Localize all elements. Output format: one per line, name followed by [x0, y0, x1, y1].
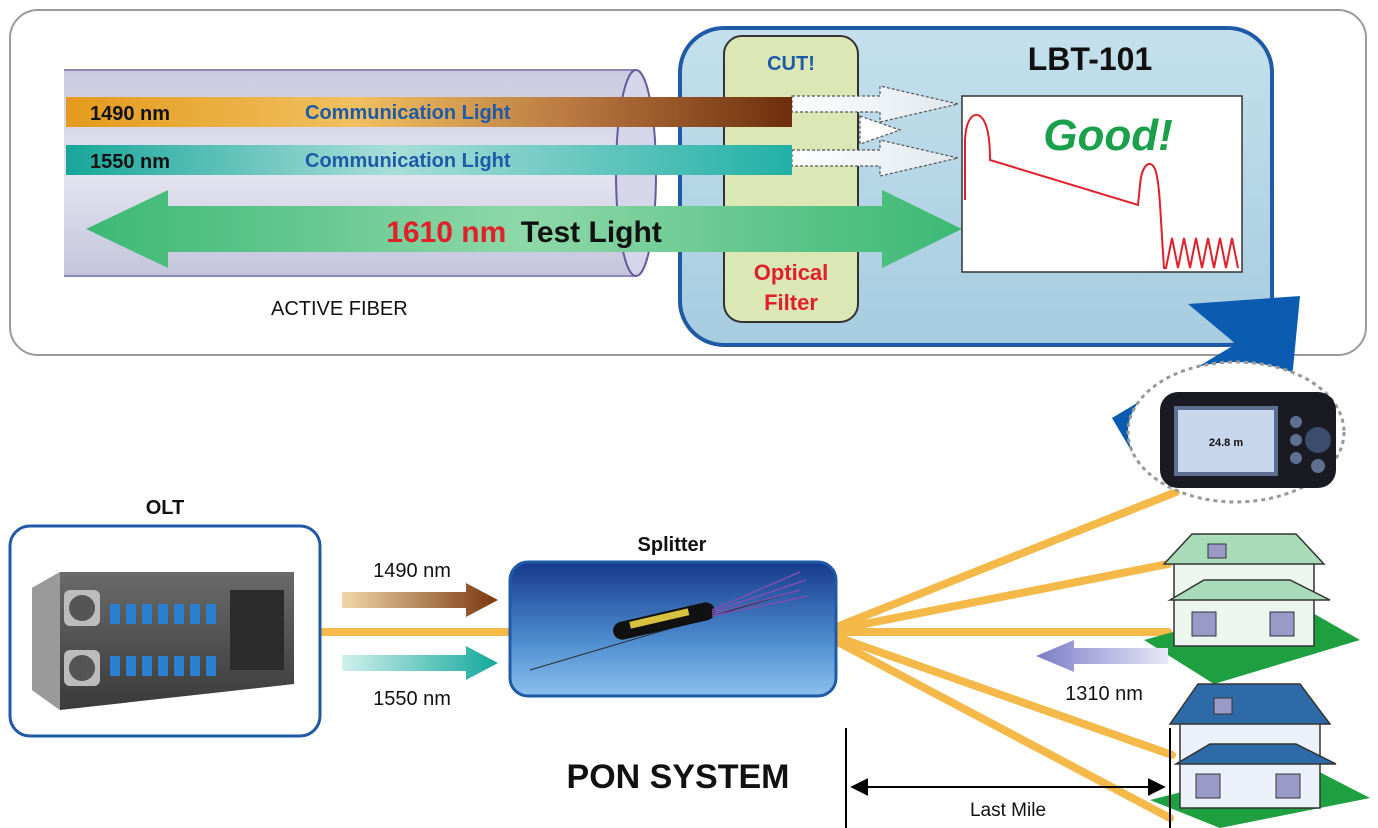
arrow-1550: [342, 646, 498, 680]
splitter: [508, 560, 838, 698]
test-light-wavelength: 1610 nm: [386, 216, 506, 249]
device-title: LBT-101: [1028, 41, 1152, 77]
arrow-1310-label: 1310 nm: [1065, 683, 1143, 705]
beam-1550-label: Communication Light: [305, 150, 511, 172]
otdr-trace-line: [964, 113, 1239, 269]
last-mile-dimension: [845, 728, 1171, 828]
beam-1490: 1490 nm Communication Light: [66, 97, 792, 127]
splitter-label: Splitter: [638, 534, 707, 556]
fiber-caption: ACTIVE FIBER: [271, 298, 408, 320]
house-blue: [1150, 683, 1370, 828]
beam-1490-label: Communication Light: [305, 102, 511, 124]
arrow-1550-label: 1550 nm: [373, 688, 451, 710]
filter-cut-label: CUT!: [767, 53, 815, 75]
last-mile-label: Last Mile: [970, 800, 1046, 821]
pon-system-title: PON SYSTEM: [567, 758, 790, 796]
arrow-1490-label: 1490 nm: [373, 560, 451, 582]
beam-1550: 1550 nm Communication Light: [66, 145, 792, 175]
test-light-label: Test Light: [521, 216, 662, 249]
olt: [8, 524, 322, 738]
beam-1550-wavelength: 1550 nm: [90, 151, 170, 173]
house-green: [1144, 533, 1360, 684]
beam-1490-wavelength: 1490 nm: [90, 103, 170, 125]
lbt-handheld: 24.8 m: [1126, 360, 1346, 504]
test-light-arrow: 1610 nm Test Light: [86, 190, 962, 268]
result-text: Good!: [1043, 111, 1173, 160]
svg-text:1610 nm Test Light: 1610 nm Test Light: [386, 216, 662, 249]
transmitted-light-arrows: [791, 85, 959, 177]
arrow-1490: [342, 583, 498, 617]
olt-label: OLT: [146, 497, 185, 519]
trace-screen: Good!: [961, 95, 1243, 273]
olt-chassis-image: [32, 572, 294, 710]
filter-name-line2: Filter: [764, 290, 818, 315]
svg-text:24.8 m: 24.8 m: [1209, 437, 1243, 449]
arrow-1310: [1036, 640, 1168, 672]
filter-name-line1: Optical: [754, 260, 829, 285]
